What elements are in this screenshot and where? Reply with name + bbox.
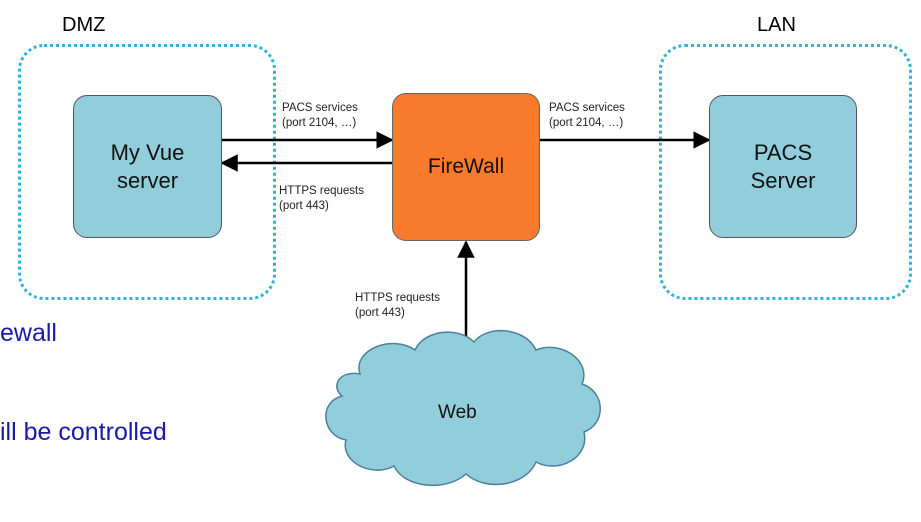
myvue-server-node: My Vue server bbox=[73, 95, 222, 238]
edge-label-https-web-line2: (port 443) bbox=[355, 306, 405, 319]
firewall-label: FireWall bbox=[427, 154, 505, 178]
firewall-node: FireWall bbox=[392, 93, 540, 241]
edge-label-pacs-left-line2: (port 2104, …) bbox=[282, 116, 357, 129]
myvue-server-label: My Vue server bbox=[110, 140, 185, 193]
edge-label-pacs-right: PACS services (port 2104, …) bbox=[549, 101, 625, 131]
slide-text-line-2: ill be controlled bbox=[0, 418, 167, 446]
edge-label-https-web: HTTPS requests (port 443) bbox=[355, 291, 440, 321]
edge-label-pacs-right-line2: (port 2104, …) bbox=[549, 116, 624, 129]
zone-dmz bbox=[18, 44, 276, 300]
edge-label-pacs-right-line1: PACS services bbox=[549, 102, 625, 114]
pacs-server-node: PACS Server bbox=[709, 95, 857, 238]
zone-label-dmz: DMZ bbox=[62, 14, 106, 36]
edge-label-pacs-left-line1: PACS services bbox=[282, 102, 358, 114]
edge-label-pacs-left: PACS services (port 2104, …) bbox=[282, 101, 358, 131]
edge-label-https-left: HTTPS requests (port 443) bbox=[279, 184, 364, 214]
edge-label-https-left-line2: (port 443) bbox=[279, 199, 329, 212]
zone-label-lan: LAN bbox=[757, 14, 796, 36]
edge-label-https-web-line1: HTTPS requests bbox=[355, 292, 440, 304]
web-label: Web bbox=[438, 402, 477, 423]
zone-lan bbox=[659, 44, 912, 300]
web-cloud-shape bbox=[325, 329, 601, 487]
edge-label-https-left-line1: HTTPS requests bbox=[279, 185, 364, 197]
slide-text-line-1: ewall bbox=[0, 319, 57, 347]
pacs-server-label: PACS Server bbox=[750, 140, 816, 193]
